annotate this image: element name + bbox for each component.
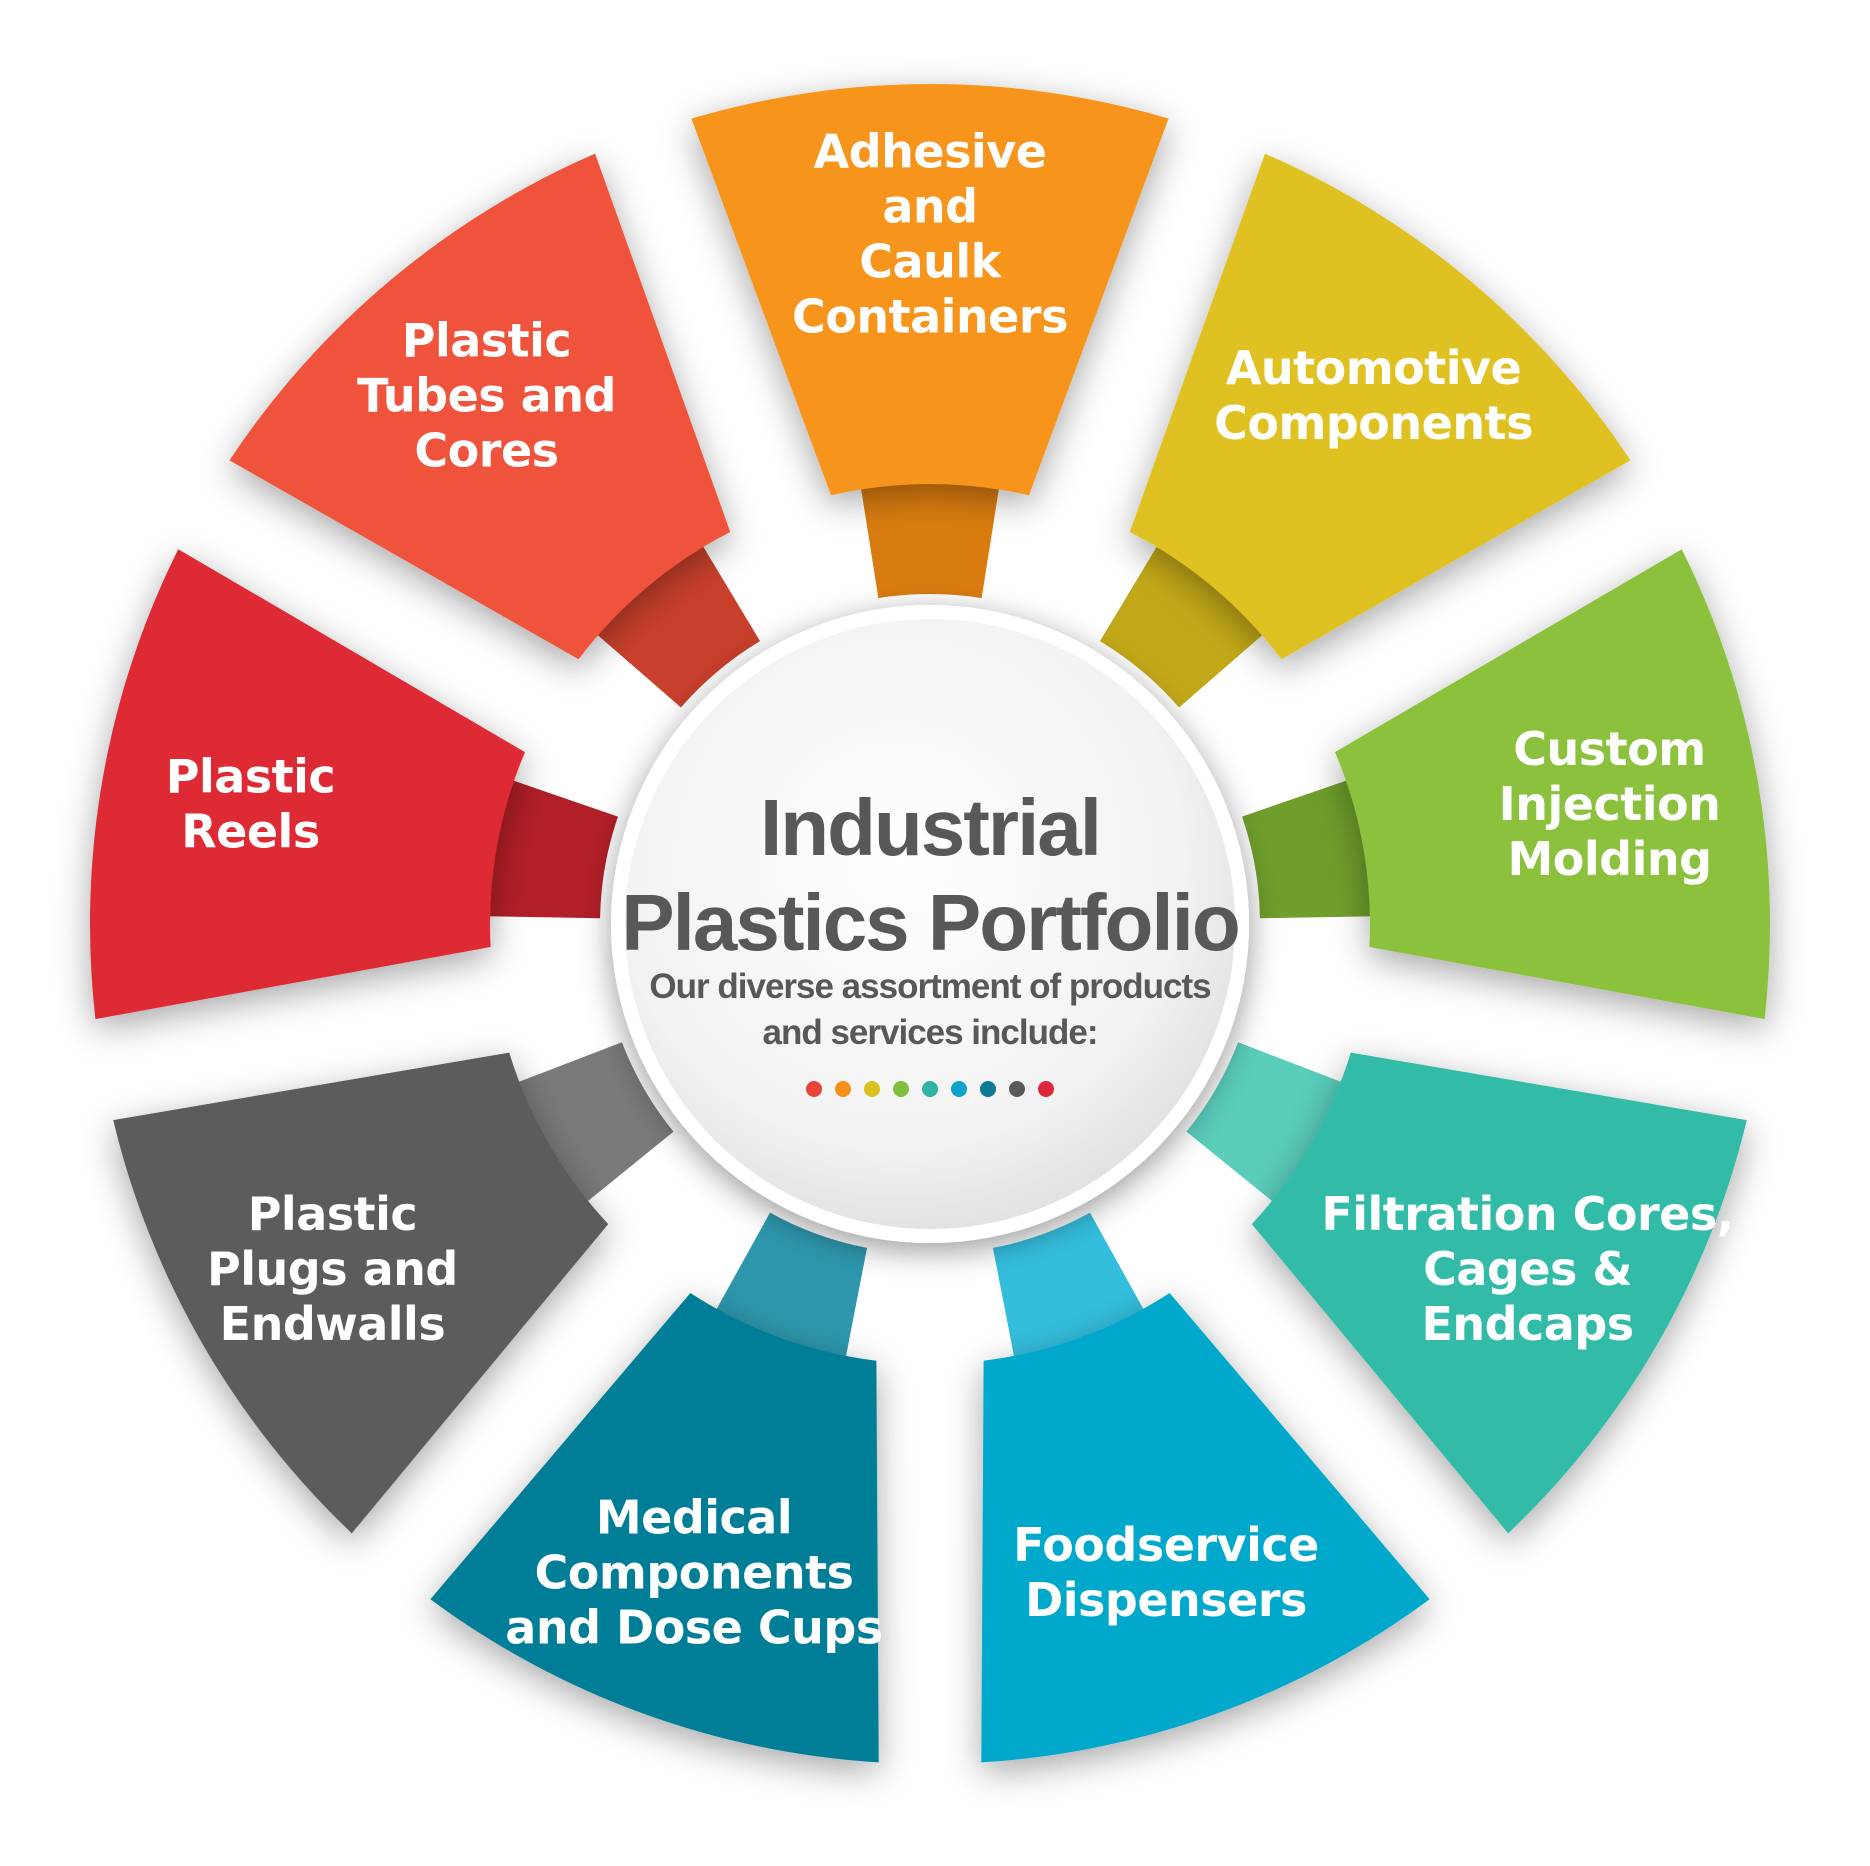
- segment-neck-injection: [1242, 774, 1390, 919]
- segment-label-line: and Dose Cups: [505, 1600, 882, 1654]
- center-subtitle-line2: and services include:: [763, 1013, 1098, 1052]
- segment-wedge-tubes: [229, 153, 731, 660]
- segment-label-line: Plastic: [248, 1187, 417, 1241]
- segment-label-line: Plastic: [166, 750, 335, 804]
- color-dot: [1009, 1081, 1025, 1097]
- segment-label-line: Medical: [596, 1490, 792, 1544]
- segment-filtration: Filtration Cores,Cages &Endcaps: [1186, 1042, 1747, 1534]
- segment-label-line: Endwalls: [220, 1297, 446, 1351]
- color-dot: [1038, 1081, 1054, 1097]
- segment-wedge-reels: [90, 549, 525, 1020]
- segment-neck-adhesive: [858, 464, 1002, 599]
- segment-label-line: Filtration Cores,: [1321, 1187, 1733, 1241]
- center-subtitle-line1: Our diverse assortment of products: [649, 967, 1211, 1006]
- segment-label-line: Cages &: [1423, 1242, 1632, 1296]
- segment-wedge-filtration: [1251, 1052, 1747, 1534]
- segment-label-line: Plastic: [402, 313, 571, 367]
- segment-label-line: Injection: [1499, 777, 1721, 831]
- segment-label-line: Cores: [414, 423, 558, 477]
- color-dot: [951, 1081, 967, 1097]
- segment-label-line: Components: [535, 1545, 854, 1599]
- segment-label-line: Tubes and: [357, 368, 616, 422]
- segment-label-line: Components: [1214, 396, 1533, 450]
- center-title-line1: Industrial: [760, 783, 1100, 872]
- center-hub: Industrial Plastics Portfolio Our divers…: [611, 605, 1249, 1243]
- segment-wedge-plugs: [113, 1052, 609, 1534]
- color-dot: [980, 1081, 996, 1097]
- color-dot: [922, 1081, 938, 1097]
- color-dot: [864, 1081, 880, 1097]
- segment-label-line: Adhesive: [814, 125, 1047, 179]
- segment-label-line: Reels: [181, 805, 319, 859]
- segment-label-line: Endcaps: [1421, 1297, 1633, 1351]
- segment-neck-tubes: [582, 529, 761, 708]
- segment-neck-reels: [470, 774, 618, 919]
- color-dots: [806, 1081, 1054, 1097]
- segment-label-line: Plugs and: [207, 1242, 458, 1296]
- segment-label-line: Molding: [1508, 832, 1712, 886]
- segment-label-line: Custom: [1513, 722, 1705, 776]
- segment-label-filtration: Filtration Cores,Cages &Endcaps: [1321, 1187, 1733, 1351]
- segment-wedge-foodservice: [981, 1293, 1430, 1763]
- segment-wedge-automotive: [1129, 153, 1631, 660]
- segment-label-line: Dispensers: [1025, 1573, 1307, 1627]
- color-dot: [806, 1081, 822, 1097]
- segment-wedge-medical: [430, 1293, 879, 1763]
- segment-label-line: Containers: [792, 290, 1068, 344]
- center-circle: [611, 605, 1249, 1243]
- segment-neck-automotive: [1099, 529, 1278, 708]
- segment-wedge-adhesive: [691, 83, 1169, 496]
- center-title-line2: Plastics Portfolio: [621, 878, 1238, 967]
- segment-label-line: Foodservice: [1013, 1518, 1319, 1572]
- segment-label-line: Automotive: [1226, 341, 1521, 395]
- color-dot: [893, 1081, 909, 1097]
- color-dot: [835, 1081, 851, 1097]
- segment-label-line: Caulk: [859, 235, 1002, 289]
- segment-wedge-injection: [1335, 549, 1770, 1020]
- segment-label-line: and: [882, 180, 977, 234]
